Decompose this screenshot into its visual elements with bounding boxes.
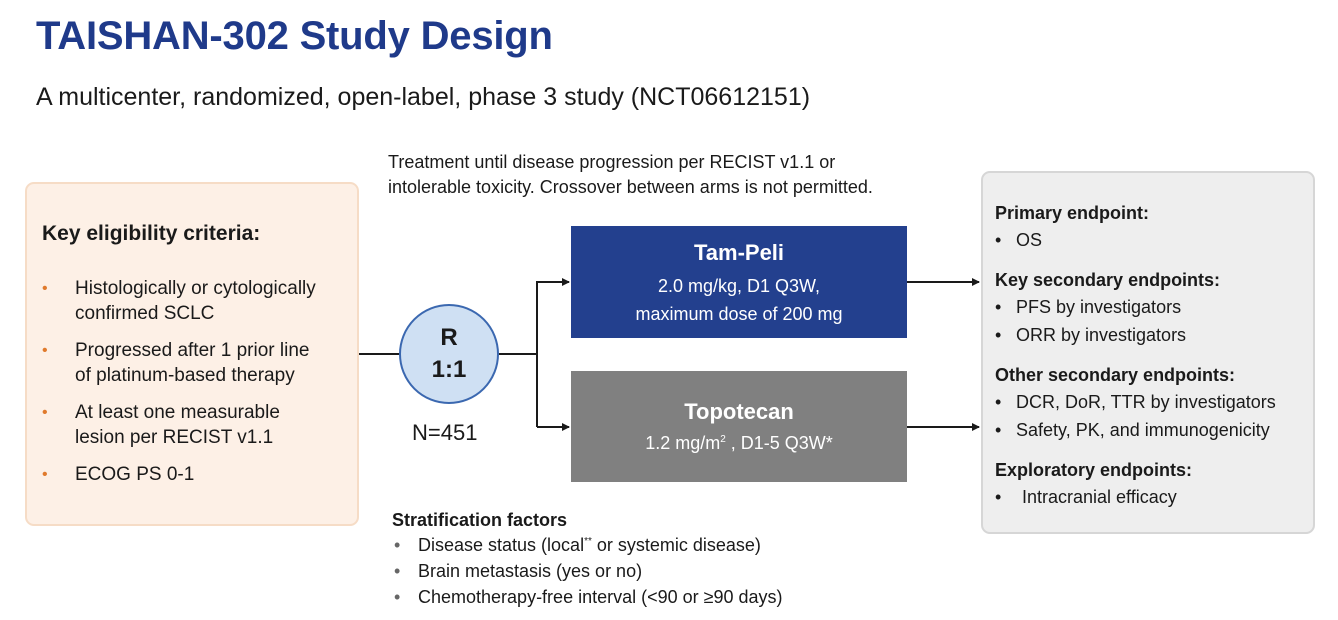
list-item-line: Histologically or cytologically <box>75 278 316 299</box>
endpoint-item: DCR, DoR, TTR by investigators <box>1016 392 1276 412</box>
list-item: • Safety, PK, and immunogenicity <box>995 416 1310 444</box>
bullet-icon: • <box>42 280 48 297</box>
arm-dose: 1.2 mg/m2 , D1-5 Q3W* <box>571 429 907 457</box>
list-item: • Brain metastasis (yes or no) <box>392 558 912 584</box>
list-item-line: of platinum-based therapy <box>75 365 295 386</box>
arm-name: Tam-Peli <box>693 240 785 265</box>
endpoint-item: PFS by investigators <box>1016 297 1182 317</box>
stratification-list: • Disease status (local** or systemic dis… <box>392 532 912 610</box>
treatment-note: Treatment until disease progression per … <box>388 150 968 200</box>
randomization-circle: R 1:1 <box>399 304 499 404</box>
bullet-icon: • <box>394 561 401 581</box>
bullet-icon: • <box>995 325 1002 345</box>
list-item: • ORR by investigators <box>995 321 1310 349</box>
bullet-icon: • <box>995 297 1002 317</box>
list-item: • ECOG PS 0-1 <box>42 462 347 487</box>
bullet-icon: • <box>394 587 401 607</box>
list-item: • Intracranial efficacy <box>995 483 1310 511</box>
list-item-line: Progressed after 1 prior line <box>75 340 310 361</box>
bullet-icon: • <box>42 404 48 421</box>
endpoint-list: • DCR, DoR, TTR by investigators • Safety,… <box>995 388 1310 444</box>
sample-size-label: N=451 <box>412 420 478 445</box>
tam-peli-arm-box: Tam-Peli 2.0 mg/kg, D1 Q3W, maximum dose… <box>571 226 907 338</box>
list-item: • Histologically or cytologically confir… <box>42 276 347 326</box>
stratification-heading: Stratification factors <box>392 510 568 530</box>
endpoint-item: ORR by investigators <box>1016 325 1187 345</box>
arm-dose-text: 1.2 mg/m <box>645 433 721 453</box>
arm-dose: 2.0 mg/kg, D1 Q3W, maximum dose of 200 m… <box>571 272 907 328</box>
stratification-text: Brain metastasis (yes or no) <box>418 561 643 581</box>
list-item: • DCR, DoR, TTR by investigators <box>995 388 1310 416</box>
randomization-label: R <box>440 324 458 351</box>
list-item: • Disease status (local** or systemic dis… <box>392 532 912 558</box>
stratification-factors: Stratification factors • Disease status (… <box>392 508 912 610</box>
eligibility-heading: Key eligibility criteria: <box>42 222 261 245</box>
key-secondary-endpoints-group: Key secondary endpoints: • PFS by investi… <box>995 267 1310 349</box>
primary-endpoint-group: Primary endpoint: • OS <box>995 200 1310 254</box>
endpoint-heading: Primary endpoint: <box>995 203 1150 223</box>
list-item-line: At least one measurable <box>75 402 280 423</box>
endpoints-box: Primary endpoint: • OS Key secondary endp… <box>981 171 1315 534</box>
list-item: • At least one measurable lesion per REC… <box>42 400 347 450</box>
arm-dose-superscript: 2 <box>720 434 726 445</box>
eligibility-criteria-box: Key eligibility criteria: • Histological… <box>25 182 359 526</box>
eligibility-list: • Histologically or cytologically confir… <box>42 276 347 499</box>
endpoint-list: • Intracranial efficacy <box>995 483 1310 511</box>
bullet-icon: • <box>995 420 1002 440</box>
endpoint-heading: Other secondary endpoints: <box>995 365 1236 385</box>
list-item: • OS <box>995 226 1310 254</box>
list-item: • PFS by investigators <box>995 293 1310 321</box>
treatment-note-line: intolerable toxicity. Crossover between … <box>388 177 873 197</box>
arm-dose-line: 2.0 mg/kg, D1 Q3W, <box>657 276 821 296</box>
list-item: • Chemotherapy-free interval (<90 or ≥90 … <box>392 584 912 610</box>
endpoint-heading: Exploratory endpoints: <box>995 460 1193 480</box>
endpoint-list: • OS <box>995 226 1310 254</box>
stratification-text: or systemic disease) <box>591 535 761 555</box>
topotecan-arm-box: Topotecan 1.2 mg/m2 , D1-5 Q3W* <box>571 371 907 482</box>
bullet-icon: • <box>394 535 401 555</box>
exploratory-endpoints-group: Exploratory endpoints: • Intracranial eff… <box>995 457 1310 511</box>
list-item-line: lesion per RECIST v1.1 <box>75 427 274 448</box>
randomization-ratio: 1:1 <box>431 356 467 383</box>
endpoint-item: OS <box>1016 230 1043 250</box>
stratification-superscript: ** <box>584 536 592 547</box>
stratification-text: Chemotherapy-free interval (<90 or ≥90 d… <box>418 587 783 607</box>
list-item: • Progressed after 1 prior line of plati… <box>42 338 347 388</box>
endpoint-item: Safety, PK, and immunogenicity <box>1016 420 1270 440</box>
bullet-icon: • <box>42 466 48 483</box>
bullet-icon: • <box>42 342 48 359</box>
arm-name: Topotecan <box>684 399 794 424</box>
arm-dose-line: maximum dose of 200 mg <box>635 304 843 324</box>
bullet-icon: • <box>995 392 1002 412</box>
stratification-text: Disease status (local <box>418 535 585 555</box>
endpoint-heading: Key secondary endpoints: <box>995 270 1221 290</box>
other-secondary-endpoints-group: Other secondary endpoints: • DCR, DoR, TT… <box>995 362 1310 444</box>
treatment-note-line: Treatment until disease progression per … <box>388 152 836 172</box>
bullet-icon: • <box>995 487 1002 507</box>
list-item-line: confirmed SCLC <box>75 303 215 324</box>
arm-dose-text: , D1-5 Q3W* <box>725 433 833 453</box>
page-subtitle: A multicenter, randomized, open-label, p… <box>36 83 811 111</box>
page-title: TAISHAN-302 Study Design <box>36 14 553 58</box>
endpoint-item: Intracranial efficacy <box>1022 487 1177 507</box>
bullet-icon: • <box>995 230 1002 250</box>
list-item-line: ECOG PS 0-1 <box>75 464 195 485</box>
endpoint-list: • PFS by investigators • ORR by investigat… <box>995 293 1310 349</box>
